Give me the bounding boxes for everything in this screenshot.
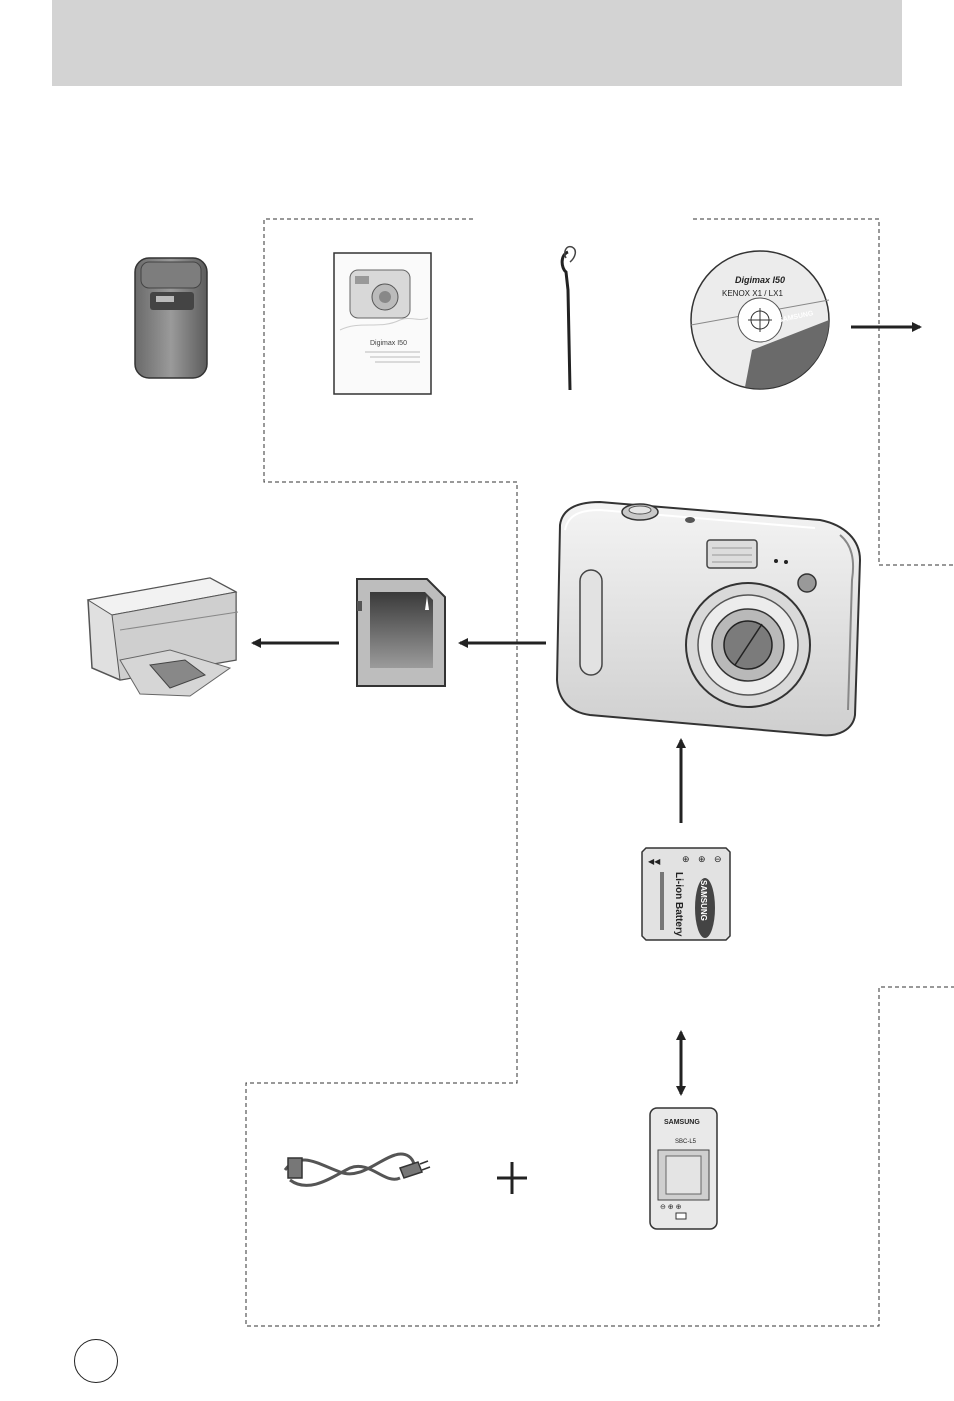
power-cord-icon bbox=[285, 1154, 430, 1185]
printer-icon bbox=[88, 578, 238, 696]
svg-text:⊖: ⊖ bbox=[714, 854, 722, 864]
svg-text:⊖ ⊕ ⊕: ⊖ ⊕ ⊕ bbox=[660, 1204, 682, 1211]
battery-label: Li-ion Battery bbox=[673, 872, 684, 937]
cd-subtitle: KENOX X1 / LX1 bbox=[722, 289, 783, 298]
cd-title: Digimax I50 bbox=[735, 275, 785, 285]
plus-icon bbox=[497, 1162, 527, 1194]
svg-text:◀◀: ◀◀ bbox=[648, 857, 661, 866]
charger-brand: SAMSUNG bbox=[664, 1119, 700, 1126]
user-manual-icon: Digimax I50 bbox=[334, 253, 431, 394]
digital-camera-icon bbox=[557, 502, 860, 735]
svg-text:⊕: ⊕ bbox=[698, 854, 706, 864]
battery-brand: SAMSUNG bbox=[699, 880, 708, 921]
page-number-circle bbox=[74, 1339, 118, 1383]
battery-charger-icon: SAMSUNG SBC-L5 ⊖ ⊕ ⊕ bbox=[650, 1108, 717, 1229]
memory-card-icon bbox=[357, 579, 445, 686]
battery-icon: ⊕ ⊕ ⊖ ◀◀ Li-ion Battery SAMSUNG bbox=[642, 848, 730, 940]
software-cd-icon: Digimax I50 KENOX X1 / LX1 SAMSUNG bbox=[691, 251, 829, 389]
manual-title: Digimax I50 bbox=[370, 340, 407, 347]
svg-text:⊕: ⊕ bbox=[682, 854, 690, 864]
camera-case-icon bbox=[135, 258, 207, 378]
strap-icon bbox=[562, 247, 575, 390]
charger-model: SBC-L5 bbox=[675, 1139, 697, 1145]
